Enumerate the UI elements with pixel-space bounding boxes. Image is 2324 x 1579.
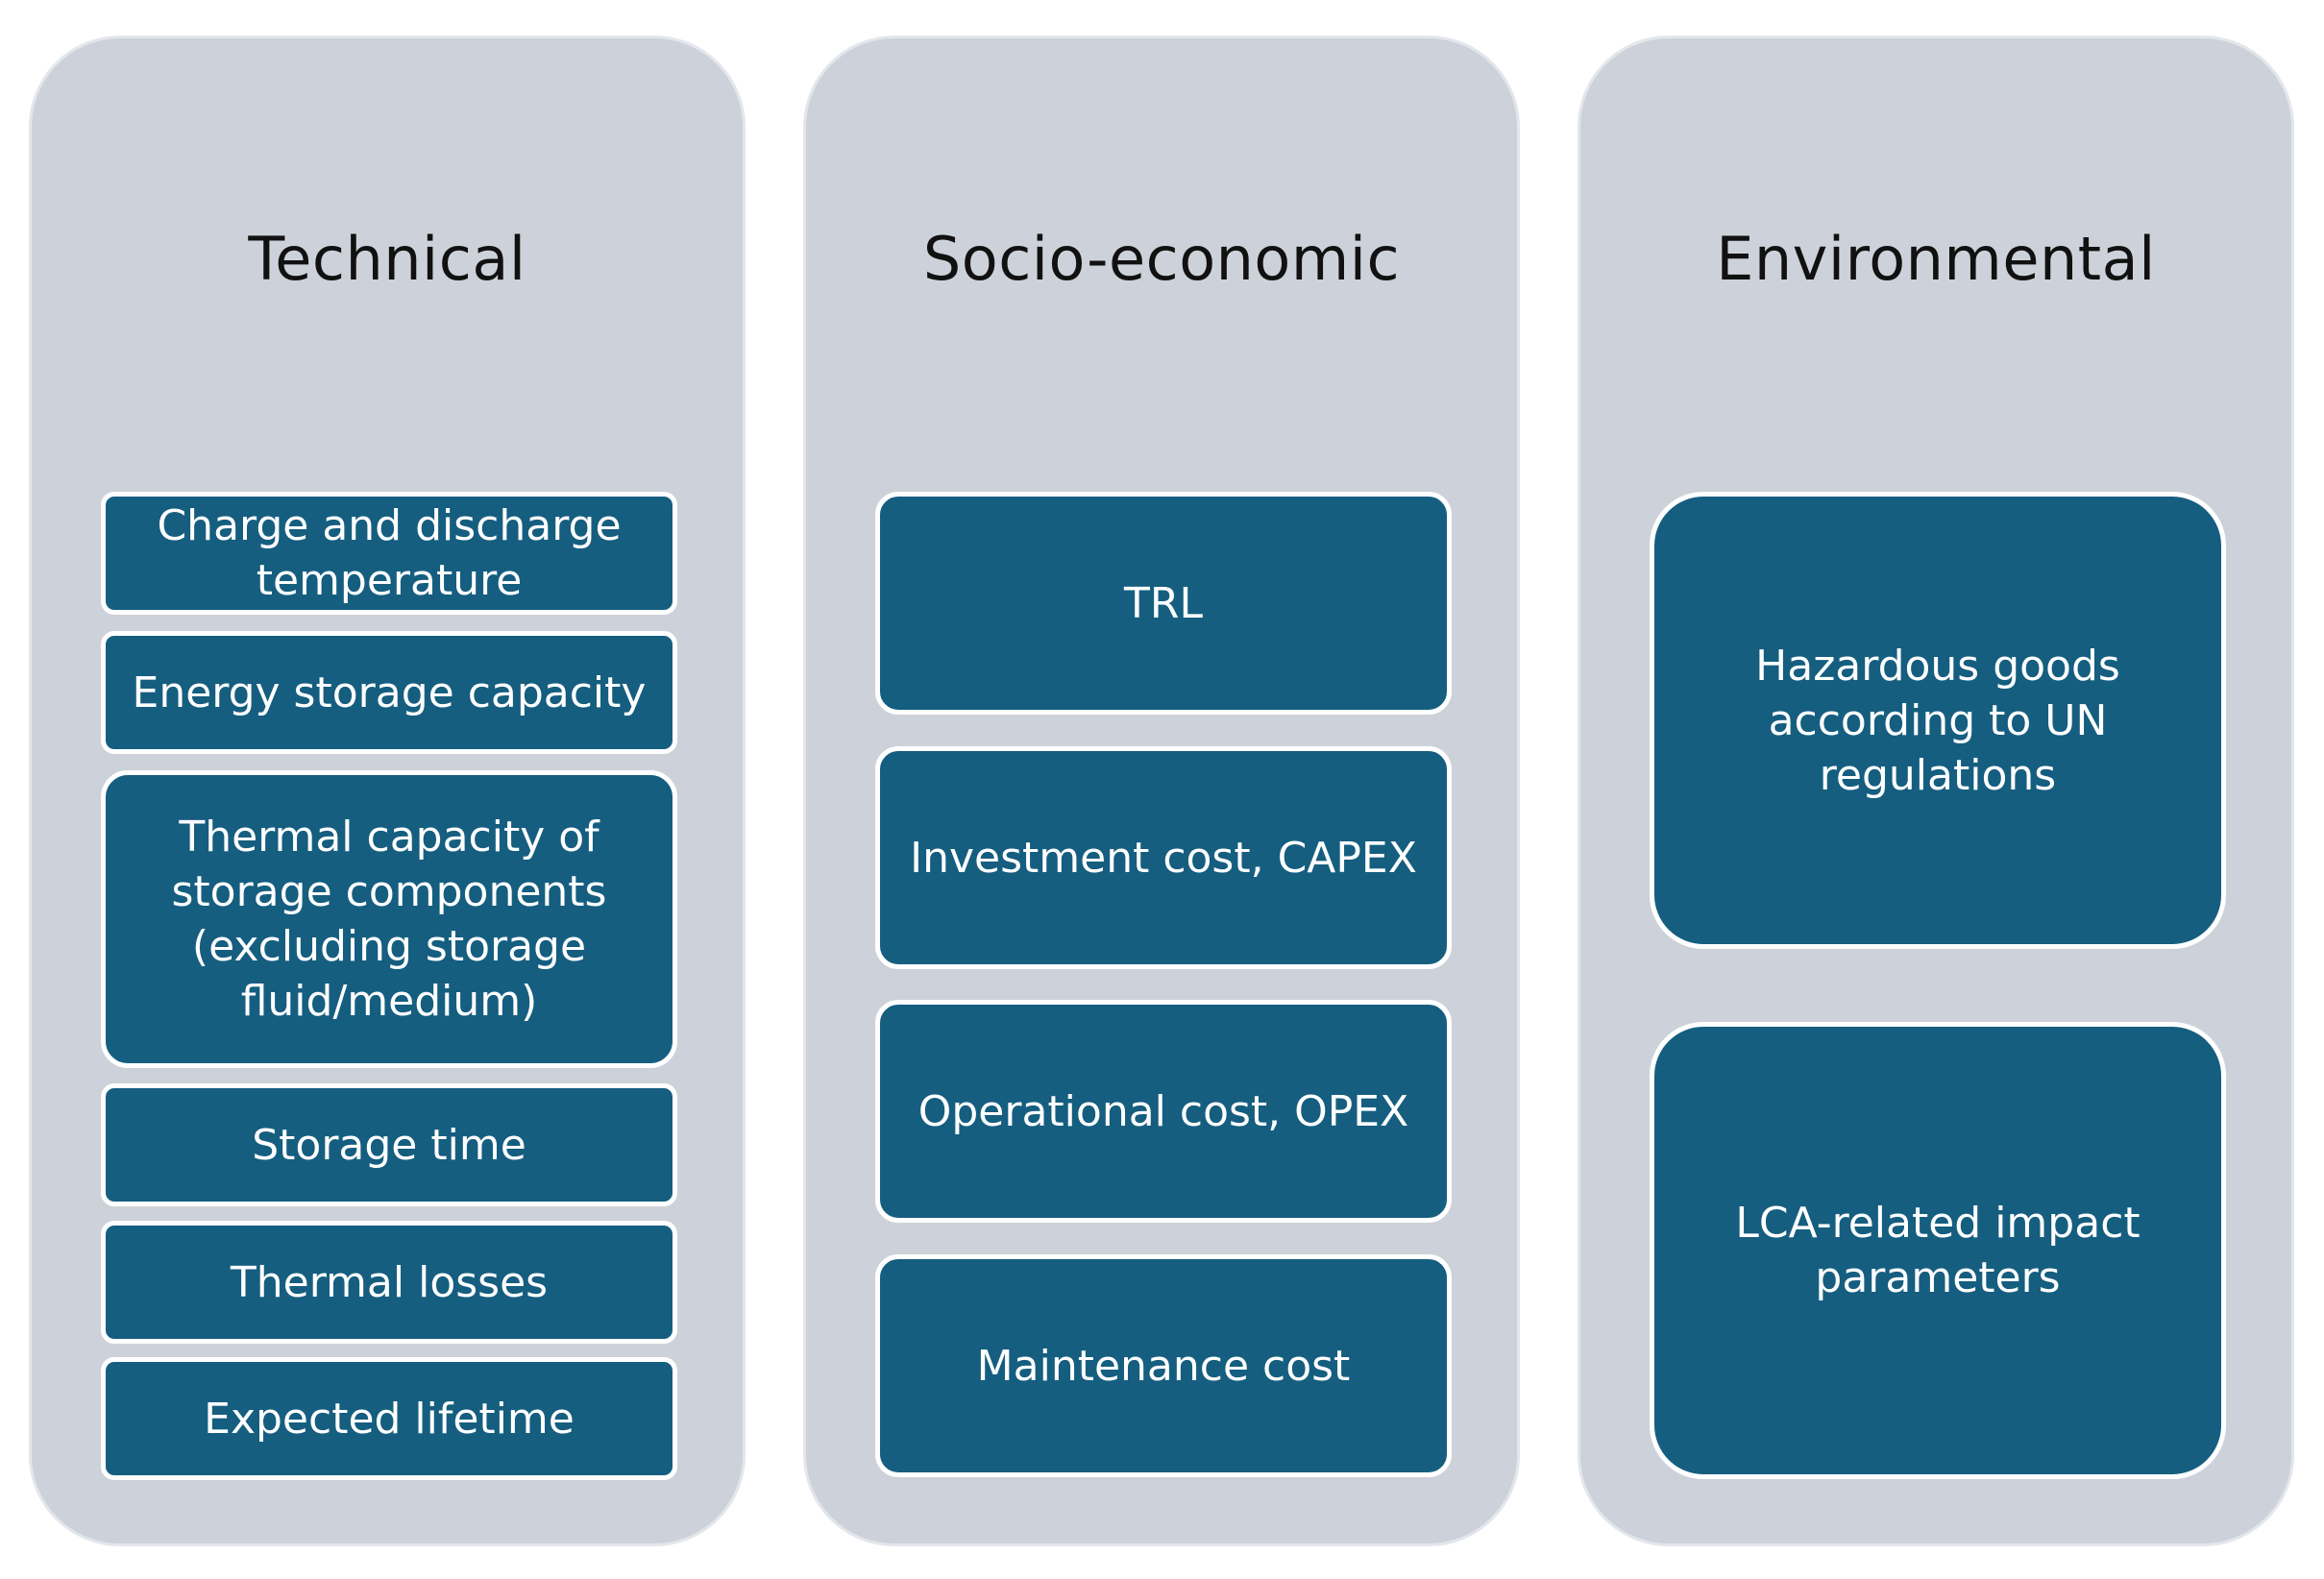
box-label: Operational cost, OPEX [917,1086,1409,1136]
box-label: Expected lifetime [204,1394,575,1444]
lca-impact-box: LCA-related impact parameters [1650,1022,2226,1479]
storage-time-box: Storage time [101,1083,677,1206]
box-label: Hazardous goods according to UN regulati… [1755,641,2120,800]
environmental-title: Environmental [1716,224,2156,294]
hazardous-goods-box: Hazardous goods according to UN regulati… [1650,492,2226,949]
socio-economic-column: Socio-economic TRL Investment cost, CAPE… [803,36,1520,1546]
charge-discharge-temperature-box: Charge and discharge temperature [101,492,677,615]
box-label: Thermal capacity of storage components (… [171,813,607,1026]
box-label: Investment cost, CAPEX [910,833,1417,883]
box-label: LCA-related impact parameters [1735,1199,2141,1302]
box-label: Charge and discharge temperature [157,501,622,605]
socio-economic-title: Socio-economic [922,224,1401,294]
environmental-column: Environmental Hazardous goods according … [1578,36,2294,1546]
box-label: Energy storage capacity [132,668,647,717]
technical-title: Technical [248,224,526,294]
box-label: TRL [1124,578,1203,628]
investment-cost-box: Investment cost, CAPEX [875,746,1452,969]
trl-box: TRL [875,492,1452,715]
box-label: Thermal losses [230,1257,549,1307]
technical-column: Technical Charge and discharge temperatu… [29,36,746,1546]
box-label: Maintenance cost [976,1341,1351,1391]
maintenance-cost-box: Maintenance cost [875,1254,1452,1477]
expected-lifetime-box: Expected lifetime [101,1357,677,1480]
box-label: Storage time [252,1120,526,1170]
thermal-losses-box: Thermal losses [101,1221,677,1344]
energy-storage-capacity-box: Energy storage capacity [101,631,677,754]
thermal-capacity-components-box: Thermal capacity of storage components (… [101,770,677,1068]
operational-cost-box: Operational cost, OPEX [875,1000,1452,1223]
